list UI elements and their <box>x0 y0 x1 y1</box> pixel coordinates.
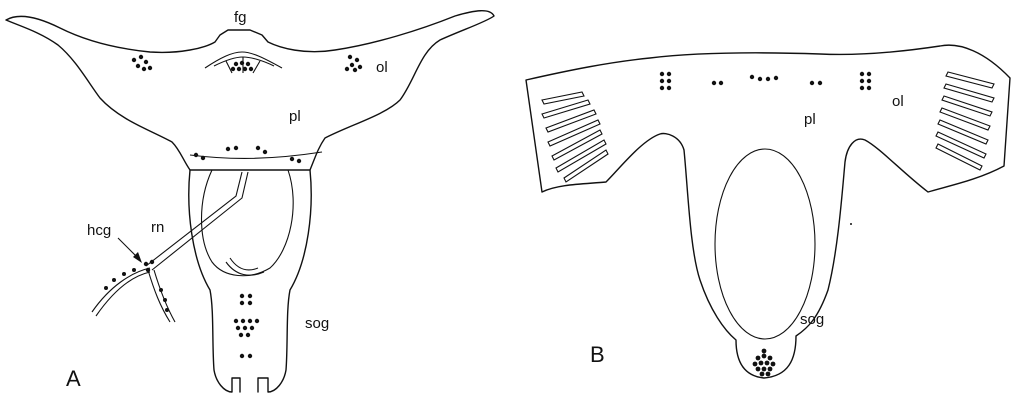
hypocerebral-nerve-right <box>147 269 171 323</box>
brain-b-outline <box>525 44 1011 379</box>
label-rn: rn <box>151 219 164 236</box>
brain-a-outline <box>5 10 495 171</box>
frontal-ganglion-outline <box>204 51 283 69</box>
connective-right-a <box>257 169 312 393</box>
foramen-b <box>714 148 816 340</box>
label-ol-b: ol <box>892 93 904 110</box>
label-sog-b: sog <box>800 311 824 328</box>
foramen-a <box>200 169 294 277</box>
label-sog-a: sog <box>305 315 329 332</box>
panel-label-a: A <box>66 366 81 391</box>
frontal-ganglion-inner <box>213 56 275 67</box>
optic-lamina-right <box>935 71 995 171</box>
panel-label-b: B <box>590 342 605 367</box>
optic-lamina-left <box>541 91 609 183</box>
label-fg: fg <box>234 9 247 26</box>
label-ol-a: ol <box>376 59 388 76</box>
figure-a: fg ol pl hcg rn sog A <box>5 9 495 393</box>
connective-left-a <box>188 169 241 393</box>
protocerebrum-base <box>189 151 323 159</box>
cell-dots-a <box>104 54 363 359</box>
label-pl-a: pl <box>289 108 301 125</box>
label-hcg: hcg <box>87 222 111 239</box>
hypocerebral-nerve-left <box>91 267 151 313</box>
label-pl-b: pl <box>804 111 816 128</box>
cell-dots-b <box>659 71 872 377</box>
figure-b: pl ol sog B <box>525 44 1011 379</box>
recurrent-nerve <box>145 171 243 267</box>
